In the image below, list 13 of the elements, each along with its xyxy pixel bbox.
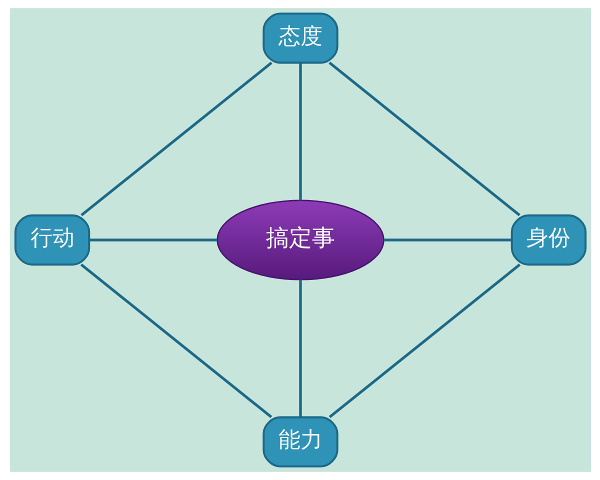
node-box: 行动 [14, 214, 90, 266]
connector [80, 264, 272, 418]
connector [88, 238, 217, 242]
connector [80, 62, 272, 216]
node-box: 能力 [262, 416, 338, 468]
node-ellipse: 搞定事 [216, 200, 384, 280]
connector [298, 62, 302, 200]
connector [328, 264, 520, 418]
connector [298, 280, 302, 418]
connector [383, 238, 511, 242]
node-box: 态度 [262, 12, 338, 64]
node-box: 身份 [510, 214, 586, 266]
connector [328, 62, 520, 216]
